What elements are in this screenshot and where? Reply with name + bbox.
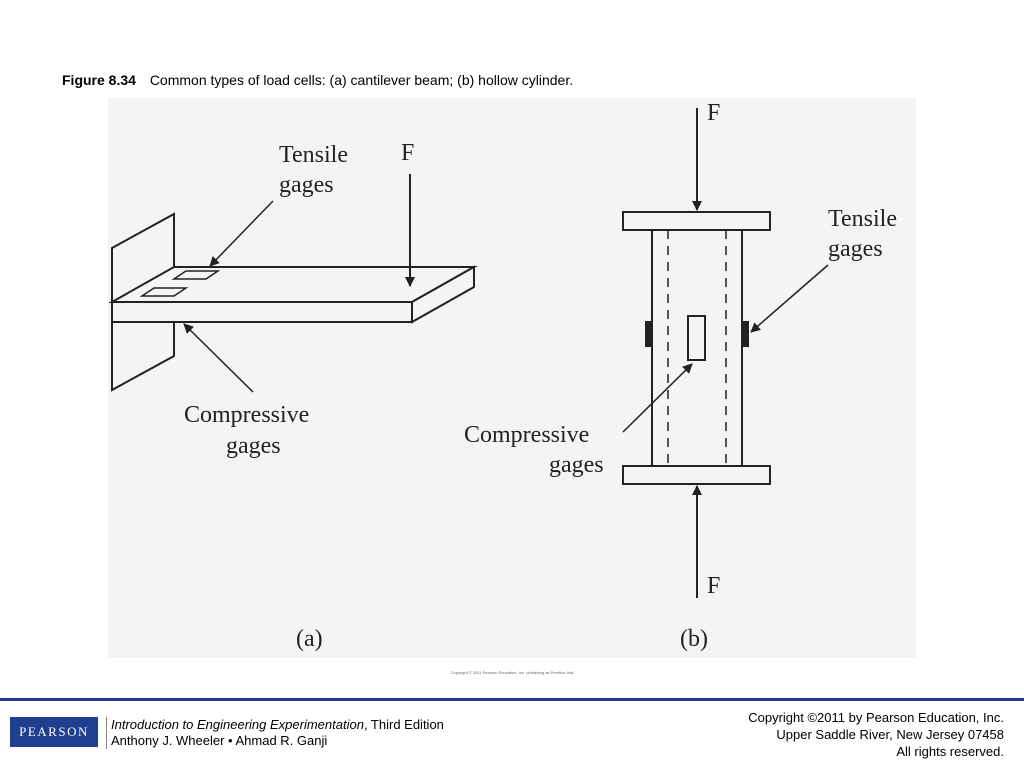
- rights-line: All rights reserved.: [896, 744, 1004, 759]
- tensile-leader-b: [750, 264, 829, 333]
- tensile-label-line2-b: gages: [828, 236, 883, 262]
- compressive-gage-b: [687, 315, 706, 361]
- top-plate: [622, 211, 771, 231]
- force-label-a: F: [401, 140, 414, 166]
- bottom-plate: [622, 465, 771, 485]
- figure-number: Figure 8.34: [62, 72, 136, 88]
- compressive-label-line1-b: Compressive: [464, 422, 589, 448]
- figure-image: Tensile gages F Compressive gages (a) F …: [108, 98, 916, 658]
- image-copyright-note: Copyright © 2011 Pearson Education, Inc.…: [450, 670, 574, 675]
- tensile-label-line2-a: gages: [279, 172, 334, 198]
- book-authors: Anthony J. Wheeler • Ahmad R. Ganji: [111, 733, 328, 748]
- tensile-gage-a2: [139, 287, 189, 297]
- compressive-label-line1-a: Compressive: [184, 402, 309, 428]
- force-label-top-b: F: [707, 100, 720, 126]
- tensile-label-line1-b: Tensile: [828, 206, 897, 232]
- cantilever-beam-diagram: [108, 174, 478, 393]
- tensile-gage-a1: [171, 270, 221, 280]
- copyright-line: Copyright ©2011 by Pearson Education, In…: [748, 710, 1004, 725]
- compressive-label-line2-b: gages: [549, 452, 604, 478]
- compressive-leader-b: [622, 363, 693, 433]
- compressive-label-line2-a: gages: [226, 433, 281, 459]
- panel-label-b: (b): [680, 626, 708, 652]
- publisher-info: Copyright ©2011 by Pearson Education, In…: [748, 709, 1004, 760]
- load-cell-diagram: Tensile gages F Compressive gages (a) F …: [108, 100, 897, 652]
- cylinder-labels: F Tensile gages Compressive gages F (b): [464, 100, 897, 652]
- pearson-logo-text: PEARSON: [19, 724, 89, 739]
- book-title: Introduction to Engineering Experimentat…: [111, 717, 364, 732]
- hollow-cylinder-diagram: [622, 108, 829, 598]
- address-line: Upper Saddle River, New Jersey 07458: [776, 727, 1004, 742]
- tensile-leader-a: [209, 200, 274, 267]
- cantilever-labels: Tensile gages F Compressive gages (a): [184, 140, 414, 652]
- tensile-gage-b-left: [645, 321, 653, 347]
- beam-front-face: [111, 301, 413, 323]
- book-info: Introduction to Engineering Experimentat…: [106, 717, 444, 749]
- figure-caption: Figure 8.34 Common types of load cells: …: [62, 72, 573, 88]
- figure-caption-text: Common types of load cells: (a) cantilev…: [149, 72, 574, 88]
- tensile-label-line1-a: Tensile: [279, 142, 348, 168]
- book-edition: , Third Edition: [363, 717, 444, 732]
- footer-divider: [0, 698, 1024, 701]
- compressive-leader-a: [183, 323, 254, 393]
- force-label-bottom-b: F: [707, 573, 720, 599]
- panel-label-a: (a): [296, 626, 323, 652]
- tensile-gage-b-right: [741, 321, 749, 347]
- pearson-logo: PEARSON: [10, 717, 98, 747]
